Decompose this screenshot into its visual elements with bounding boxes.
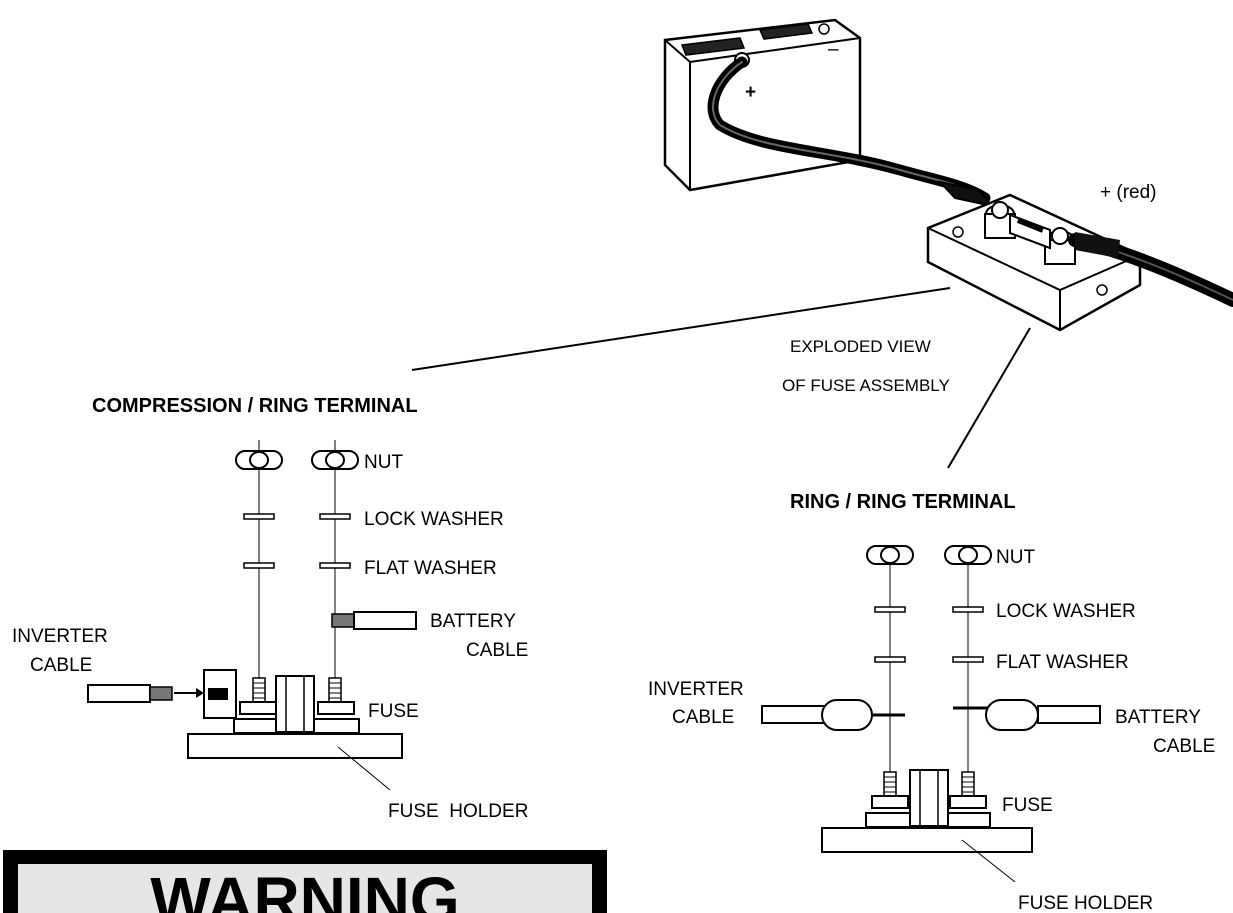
right-inverter-cable xyxy=(761,699,905,731)
callout-text-line1: EXPLODED VIEW xyxy=(790,337,931,356)
battery-cable-illustration xyxy=(707,56,995,208)
callout-line-left xyxy=(411,287,951,371)
left-stud-1 xyxy=(233,677,281,734)
left-nut-1 xyxy=(235,450,283,470)
left-nut-2 xyxy=(311,450,359,470)
right-fuse-holder-base xyxy=(821,827,1033,853)
left-assembly-title: COMPRESSION / RING TERMINAL xyxy=(92,395,418,417)
left-fuse-holder-label: FUSE HOLDER xyxy=(388,801,528,822)
battery-minus-sign: – xyxy=(828,39,839,60)
right-nut-2 xyxy=(944,545,992,565)
right-battery-cable xyxy=(953,699,1101,731)
right-nut-1 xyxy=(866,545,914,565)
left-compression-terminal xyxy=(203,669,237,719)
left-battery-cable-label-2: CABLE xyxy=(466,640,528,661)
callout-text-line2: OF FUSE ASSEMBLY xyxy=(782,376,950,395)
left-flat-washer-label: FLAT WASHER xyxy=(364,558,497,579)
right-inverter-cable-label-1: INVERTER xyxy=(648,679,744,700)
right-exploded-stack xyxy=(761,545,1101,883)
right-flat-washer-label: FLAT WASHER xyxy=(996,652,1129,673)
left-exploded-stack xyxy=(87,440,417,791)
right-stud-1 xyxy=(865,771,913,828)
left-lock-washer-2 xyxy=(319,513,351,520)
left-lock-washer-label: LOCK WASHER xyxy=(364,509,504,530)
fuse-holder-illustration xyxy=(926,193,1142,332)
right-assembly-title: RING / RING TERMINAL xyxy=(790,491,1016,513)
left-fuse-holder-base xyxy=(187,733,403,759)
right-inverter-cable-label-2: CABLE xyxy=(672,707,734,728)
right-fuse-holder-label: FUSE HOLDER xyxy=(1018,893,1153,913)
battery-illustration: + – xyxy=(663,18,862,192)
polarity-label: + (red) xyxy=(1100,182,1157,203)
output-cable-illustration xyxy=(1068,232,1233,307)
left-inverter-cable-label-1: INVERTER xyxy=(12,626,108,647)
right-lock-washer-2 xyxy=(952,606,984,613)
left-flat-washer-1 xyxy=(243,562,275,569)
callout-line-right xyxy=(947,327,1031,469)
right-lock-washer-label: LOCK WASHER xyxy=(996,601,1136,622)
left-fuse-label: FUSE xyxy=(368,701,419,722)
right-stud-2 xyxy=(943,771,991,828)
left-nut-label: NUT xyxy=(364,452,403,473)
right-lock-washer-1 xyxy=(874,606,906,613)
left-flat-washer-2 xyxy=(319,562,351,569)
left-inverter-cable xyxy=(87,684,204,703)
right-battery-cable-label-2: CABLE xyxy=(1153,736,1215,757)
left-lock-washer-1 xyxy=(243,513,275,520)
left-battery-cable-label-1: BATTERY xyxy=(430,611,516,632)
left-stud-2 xyxy=(312,677,360,734)
right-fuse xyxy=(909,769,949,827)
warning-title: WARNING xyxy=(150,864,459,913)
right-flat-washer-1 xyxy=(874,656,906,663)
left-inverter-cable-label-2: CABLE xyxy=(30,655,92,676)
warning-box: WARNING xyxy=(3,850,607,913)
right-battery-cable-label-1: BATTERY xyxy=(1115,707,1201,728)
right-flat-washer-2 xyxy=(952,656,984,663)
left-battery-cable xyxy=(331,611,417,630)
left-fuse xyxy=(275,675,315,733)
battery-plus-sign: + xyxy=(745,82,756,103)
right-nut-label: NUT xyxy=(996,547,1035,568)
right-fuse-label: FUSE xyxy=(1002,795,1053,816)
